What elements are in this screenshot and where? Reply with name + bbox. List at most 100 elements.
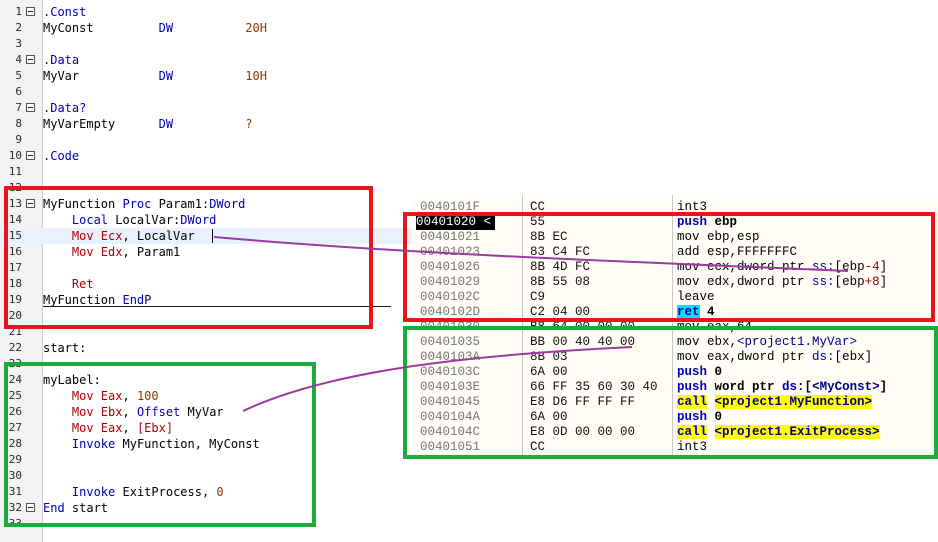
disasm-address: 00401029 [420, 275, 481, 289]
editor-line[interactable]: 29 [0, 452, 938, 468]
editor-line[interactable]: 22 start: [0, 340, 938, 356]
editor-line[interactable]: 20 [0, 308, 938, 324]
line-number: 13 [8, 197, 22, 210]
editor-line[interactable]: 27 Mov Eax, [Ebx] [0, 420, 938, 436]
fold-toggle-icon[interactable] [26, 503, 35, 512]
disasm-instruction: ret 4 [677, 305, 715, 320]
source-function-highlight-box [4, 186, 373, 329]
code-token: , [122, 421, 137, 435]
editor-line[interactable]: 3 [0, 36, 938, 52]
line-number: 9 [15, 133, 22, 146]
disasm-bytes: 55 [530, 215, 546, 229]
editor-line[interactable]: 4.Data [0, 52, 938, 68]
fold-toggle-icon[interactable] [26, 103, 35, 112]
instruction-mnemonic: push [677, 365, 708, 379]
disasm-function-highlight-box [403, 212, 935, 322]
line-code: MyFunction EndP [43, 292, 151, 308]
code-token: ? [245, 117, 253, 131]
editor-line[interactable]: 25 Mov Eax, 100 [0, 388, 938, 404]
code-token: .Code [43, 149, 80, 163]
editor-line[interactable]: 26 Mov Ebx, Offset MyVar [0, 404, 938, 420]
editor-line[interactable]: 30 [0, 468, 938, 484]
line-number: 6 [15, 85, 22, 98]
disasm-instruction: int3 [677, 200, 708, 214]
editor-line[interactable]: 1.Const [0, 4, 938, 20]
code-token: 0 [216, 485, 224, 499]
text-caret [212, 229, 213, 243]
code-token: DW [158, 69, 174, 83]
line-code: .Const [43, 4, 86, 20]
instruction-mnemonic: push [677, 410, 708, 424]
editor-line[interactable]: 18 Ret [0, 276, 938, 292]
code-token [173, 117, 245, 131]
disasm-bytes: 8B 55 08 [530, 275, 591, 289]
code-token: EndP [122, 293, 152, 307]
line-code: .Data [43, 52, 79, 68]
procedure-separator-line [43, 306, 391, 307]
editor-line[interactable]: 17 [0, 260, 938, 276]
instruction-operands: 0 [707, 410, 723, 424]
instruction-operands: word ptr ds:[<MyConst>] [707, 380, 888, 394]
line-number: 27 [8, 421, 22, 434]
code-token: MyVarEmpty [43, 117, 159, 131]
line-code: .Data? [43, 100, 86, 116]
editor-line[interactable]: 16 Mov Edx, Param1 [0, 244, 938, 260]
editor-line[interactable]: 7 .Data? [0, 100, 938, 116]
instruction-operands: ebp [707, 215, 738, 229]
line-number: 22 [8, 341, 22, 354]
line-number: 17 [8, 261, 22, 274]
disasm-address: 0040102C [420, 290, 481, 304]
instruction-mnemonic: call [677, 395, 708, 409]
code-token: start [64, 501, 109, 515]
code-token: Mov Eax [71, 421, 123, 435]
line-number: 16 [8, 245, 22, 258]
editor-line[interactable]: 9 [0, 132, 938, 148]
code-token: Mov Ebx [71, 405, 123, 419]
code-token: ExitProcess, [115, 485, 217, 499]
line-code: MyConst DW 20H [43, 20, 267, 36]
editor-line[interactable]: 14 Local LocalVar:DWord [0, 212, 938, 228]
line-number: 7 [15, 101, 22, 114]
fold-toggle-icon[interactable] [26, 7, 35, 16]
fold-toggle-icon[interactable] [26, 151, 35, 160]
instruction-mnemonic: push [677, 380, 708, 394]
editor-line[interactable]: 31 Invoke ExitProcess, 0 [0, 484, 938, 500]
code-token: MyConst [43, 21, 159, 35]
editor-line[interactable]: 11 [0, 164, 938, 180]
instruction-mnemonic: ret [677, 305, 700, 319]
disasm-address: 0040104C [420, 425, 481, 439]
disasm-bytes: C2 04 00 [530, 305, 591, 319]
code-token: myLabel: [43, 373, 101, 387]
line-code: start: [43, 340, 86, 356]
disasm-instruction: call <project1.ExitProcess> [677, 425, 880, 440]
line-number: 25 [8, 389, 22, 402]
code-token: Mov Eax [71, 389, 123, 403]
code-token [173, 21, 245, 35]
editor-line[interactable]: 6 [0, 84, 938, 100]
code-token: MyFunction [43, 293, 123, 307]
line-number: 31 [8, 485, 22, 498]
editor-line[interactable]: 10.Code [0, 148, 938, 164]
fold-toggle-icon[interactable] [26, 55, 35, 64]
editor-line[interactable]: 28 Invoke MyFunction, MyConst [0, 436, 938, 452]
code-token: Param1: [151, 197, 210, 211]
fold-toggle-icon[interactable] [26, 199, 35, 208]
disasm-instruction: mov eax,dword ptr ds:[ebx] [677, 350, 873, 364]
code-token: start: [43, 341, 87, 355]
